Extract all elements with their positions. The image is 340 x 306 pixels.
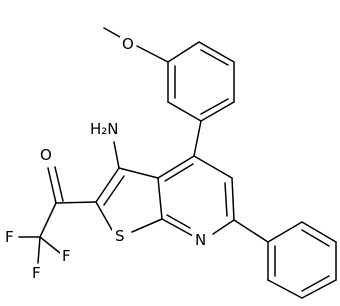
bond-ring-a-1: [167, 41, 200, 63]
atom-label-methoxy-oxygen: O: [122, 35, 134, 53]
bond-pyr-2: [231, 177, 235, 221]
atom-label-pyridine-nitrogen: N: [195, 231, 206, 249]
atom-label-ketone-oxygen: O: [40, 146, 52, 164]
bond-pyr-5: [157, 177, 163, 220]
bond-pyr-2-inner: [224, 182, 228, 217]
bond-pyr-1: [193, 155, 233, 179]
bond-thio-2: [95, 167, 120, 203]
bond-network: [18, 27, 337, 299]
bond-o-aryl: [136, 45, 169, 63]
bond-pyr-6-inner: [164, 163, 194, 182]
bond-ring-a-2: [198, 41, 235, 63]
bond-c-f-2: [39, 236, 61, 254]
bond-carbonyl-o-2: [54, 166, 64, 202]
atom-label-fluorine-3: F: [32, 264, 41, 282]
atom-label-fluorine-1: F: [5, 228, 14, 246]
bond-ring-b-1: [267, 221, 303, 243]
bond-pyr-4: [161, 218, 194, 237]
bond-ring-b-2-inner: [301, 229, 330, 247]
bond-ring-b-4: [301, 279, 337, 299]
bond-methyl-o: [103, 27, 121, 38]
bond-thio-4: [131, 218, 163, 233]
bond-carbonyl-o-1: [47, 167, 57, 204]
bond-ring-b-4-inner: [301, 275, 330, 292]
bond-ring-a-4: [200, 101, 235, 122]
bond-thio-3: [95, 201, 113, 231]
atom-label-amino: H₂N: [90, 120, 119, 138]
atom-label-fluorine-2: F: [62, 247, 71, 265]
bond-pyr-3: [212, 219, 235, 235]
bond-c-f-3: [37, 236, 41, 264]
bond-thio-2-inner: [103, 175, 125, 206]
bond-ring-a-4-inner: [200, 98, 229, 115]
bond-thio-1: [118, 167, 159, 179]
bond-pyridine-phenyl: [233, 219, 269, 243]
atom-labels: O H₂N O F F F S N: [4, 35, 210, 282]
bond-pyr-4-inner: [166, 214, 191, 229]
bond-ring-a-2-inner: [200, 49, 229, 66]
bond-c-amino: [113, 141, 120, 169]
bond-ring-b-5: [267, 279, 303, 299]
atom-label-sulfur: S: [115, 227, 125, 245]
bond-pyr-6: [157, 155, 195, 179]
bond-ring-a-5: [167, 101, 202, 122]
bond-aryl-pyridine: [193, 120, 202, 157]
bond-ring-carbonyl: [55, 201, 97, 204]
bond-ring-b-2: [301, 221, 337, 243]
bond-carbonyl-cf3: [39, 202, 57, 238]
